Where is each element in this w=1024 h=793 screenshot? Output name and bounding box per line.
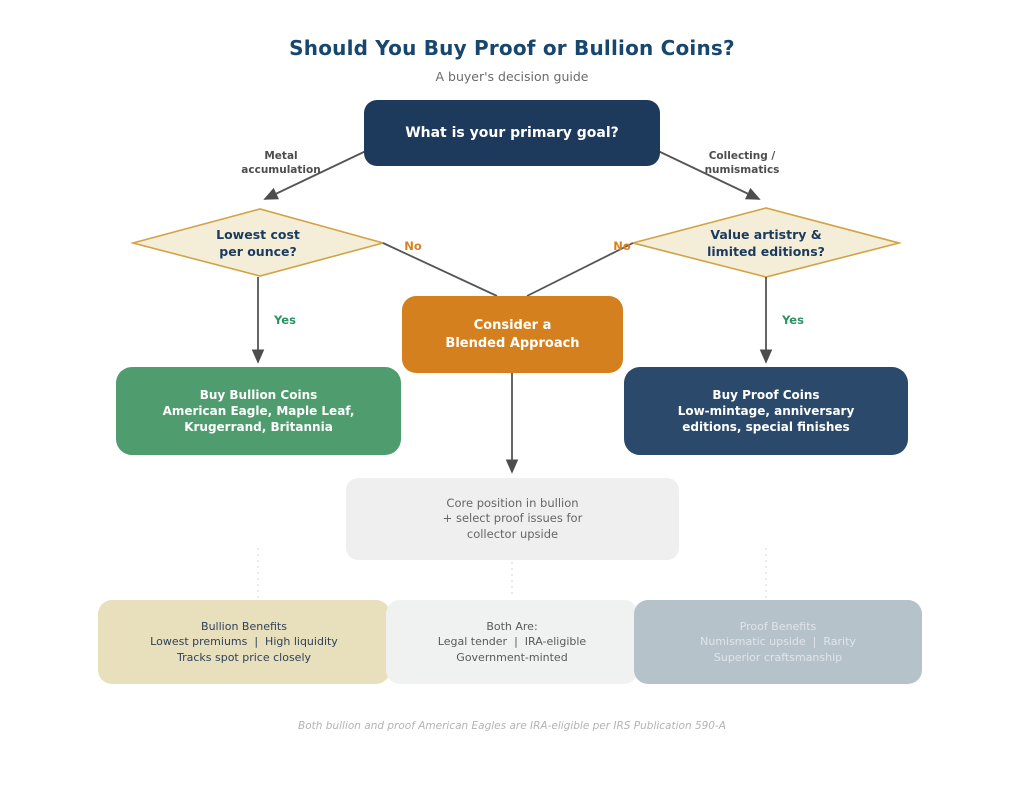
buy-bullion-node: Buy Bullion Coins American Eagle, Maple … [116,367,401,455]
edge-label-yes-right: Yes [782,313,804,327]
decision-right-label: Value artistry & limited editions? [707,227,825,259]
edge-label-no-left: No [404,239,422,253]
page-title: Should You Buy Proof or Bullion Coins? [289,36,735,60]
decision-left-label: Lowest cost per ounce? [216,227,300,259]
page-subtitle: A buyer's decision guide [435,69,589,84]
branch-label-metal-accumulation: Metal accumulation [241,150,321,176]
blended-outcome-node: Core position in bullion + select proof … [346,478,679,560]
edge-label-yes-left: Yes [274,313,296,327]
both-benefits-panel: Both Are: Legal tender | IRA-eligible Go… [386,600,638,684]
ira-footnote: Both bullion and proof American Eagles a… [298,720,726,732]
edge-label-no-right: No [613,239,631,253]
blended-approach-node: Consider a Blended Approach [402,296,623,373]
root-question-node: What is your primary goal? [364,100,660,166]
branch-label-collecting-numismatics: Collecting / numismatics [704,150,780,176]
proof-benefits-panel: Proof Benefits Numismatic upside | Rarit… [634,600,922,684]
bullion-benefits-panel: Bullion Benefits Lowest premiums | High … [98,600,390,684]
buy-proof-node: Buy Proof Coins Low-mintage, anniversary… [624,367,908,455]
